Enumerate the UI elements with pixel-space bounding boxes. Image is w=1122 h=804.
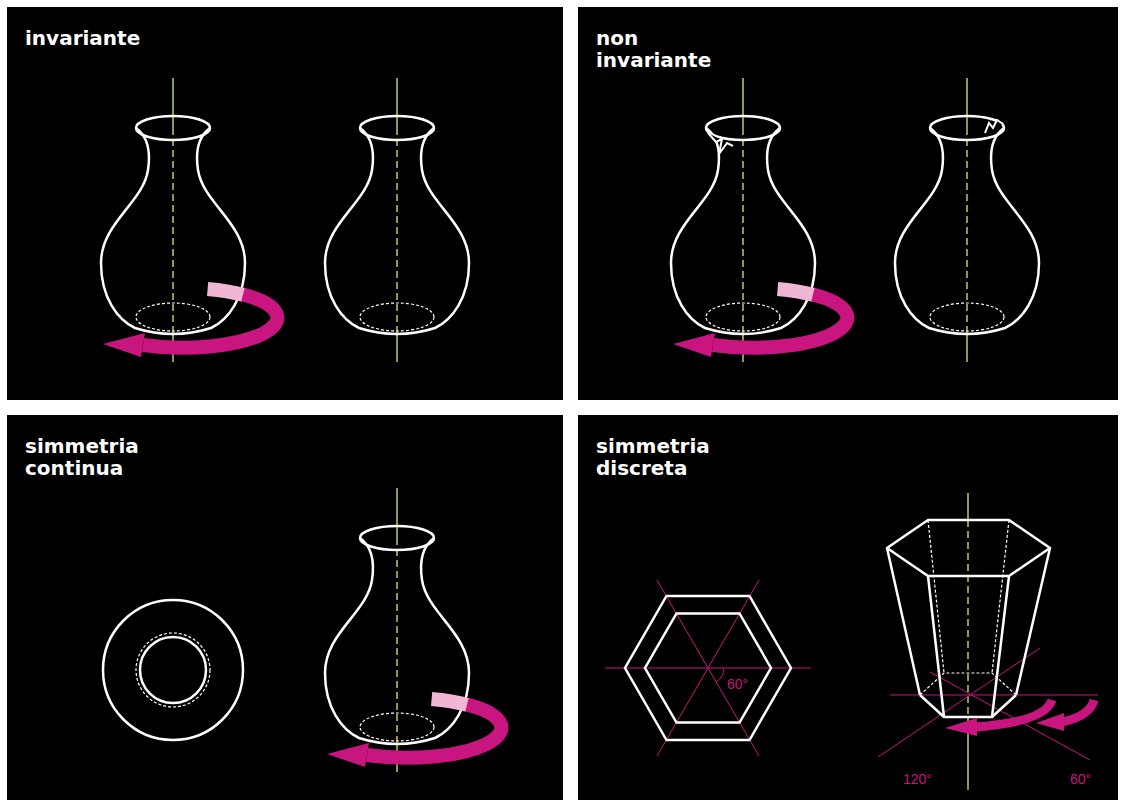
angle-label: 60° [1070,771,1091,787]
rotation-axis [967,493,969,520]
symmetry-lines [605,580,811,756]
hexagonal-prism [887,520,1050,717]
base-outline [136,633,210,707]
panel-heading: simmetria discreta [596,435,746,480]
chip-mark [708,133,733,154]
rotation-axis [967,78,968,362]
vase [325,116,469,334]
vase-top-view [103,600,243,740]
rotation-arrow [103,289,277,357]
hexagon-outer [625,596,791,740]
panel: invariante [7,7,563,400]
panel: non invariante [578,7,1118,400]
angle-label: 60° [727,676,748,692]
chipped-vase [895,116,1039,334]
panel-ground [7,7,563,400]
panel-ground [7,415,563,800]
rotation-axis [743,78,744,362]
rotation-axis [397,78,398,362]
panel-ground [578,7,1118,400]
base-lines [878,648,1098,760]
angle-label: 120° [903,771,932,787]
panel-heading: invariante [25,27,175,49]
hexagon-inner [645,613,771,722]
rotation-arrows [945,700,1094,736]
rotation-axis [397,488,398,772]
rotation-axis [173,78,174,362]
rotation-axis [967,520,969,717]
panel-heading: non invariante [596,27,746,72]
angle-arc [716,668,724,682]
vase [325,526,469,744]
chipped-vase [671,116,815,334]
mouth-outline [140,637,206,703]
panel-heading: simmetria continua [25,435,175,480]
panel: simmetria discreta [578,415,1118,800]
prism-hidden-edges [920,520,1016,695]
vase [101,116,245,334]
chip-mark [985,120,1003,133]
panel-ground [578,415,1118,800]
rotation-arrow [673,289,847,357]
rotation-arrow [327,699,501,767]
panel: simmetria continua [7,415,563,800]
